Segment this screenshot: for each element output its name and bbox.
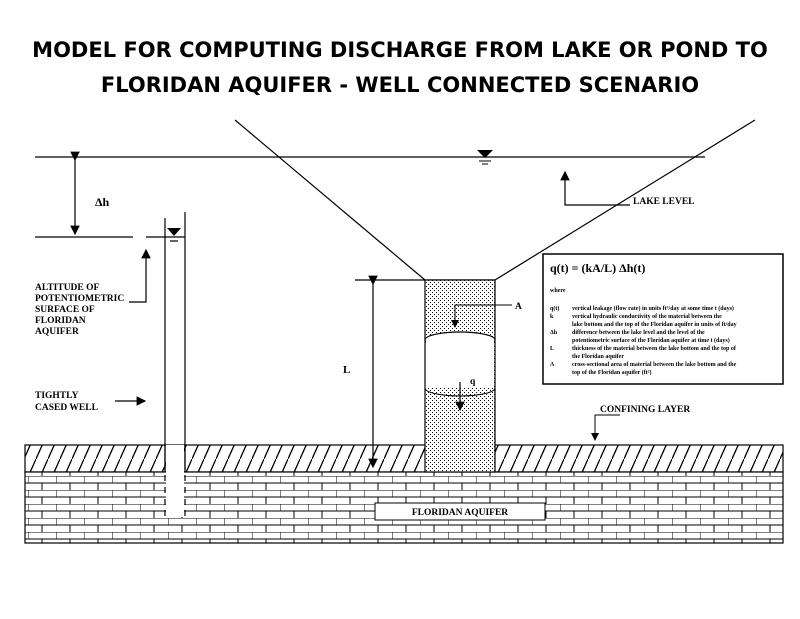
cased-well-label: TIGHTLY CASED WELL: [35, 391, 98, 413]
water-level-symbol: [477, 150, 493, 165]
labels-altitude-4: AQUIFER: [35, 327, 79, 337]
altitude-label: ALTITUDE OF POTENTIOMETRIC SURFACE OF FL…: [35, 283, 124, 337]
equation-definitions-3-lines-1: the Floridan aquifer: [572, 354, 624, 360]
labels-altitude-3: FLORIDAN: [35, 316, 86, 326]
equation-definitions-2-sym: Δh: [550, 330, 558, 336]
labels-cased_well-1: CASED WELL: [35, 403, 98, 413]
title-line-1: MODEL FOR COMPUTING DISCHARGE FROM LAKE …: [32, 38, 768, 62]
area-arrow: [451, 304, 512, 328]
labels-altitude-2: SURFACE OF: [35, 305, 95, 315]
confining-layer-label: CONFINING LAYER: [600, 405, 690, 415]
definition-A: A cross-sectional area of material betwe…: [550, 362, 737, 376]
well-arrows: [115, 248, 151, 406]
equation-definitions-2-lines-1: potentiometric surface of the Floridan a…: [572, 337, 730, 344]
definition-delta-h: Δh difference between the lake level and…: [550, 330, 730, 344]
floridan-aquifer-label: FLORIDAN AQUIFER: [412, 508, 508, 518]
labels-altitude-0: ALTITUDE OF: [35, 283, 100, 293]
lake-level-arrow: [560, 170, 630, 206]
equation-definitions-1-sym: k: [550, 314, 554, 320]
labels-cased_well-0: TIGHTLY: [35, 391, 79, 401]
well-screen: [164, 445, 186, 516]
lake-level-label: LAKE LEVEL: [633, 197, 695, 207]
equation-box: q(t) = (kA/L) Δh(t) where q(t) vertical …: [542, 253, 784, 385]
equation-definitions-3-lines-0: thickness of the material between the la…: [572, 346, 737, 352]
delta-h-arrow: [35, 151, 185, 238]
equation-formula: q(t) = (kA/L) Δh(t): [550, 261, 645, 275]
equation-definitions-1-lines-0: vertical hydraulic conductivity of the m…: [572, 314, 722, 320]
equation-definitions-0-lines-0: vertical leakage (flow rate) in units ft…: [572, 305, 734, 312]
equation-definitions-4-lines-0: cross-sectional area of material between…: [572, 362, 737, 368]
definition-q: q(t) vertical leakage (flow rate) in uni…: [550, 305, 734, 312]
equation-where: where: [550, 288, 566, 294]
equation-definitions-1-lines-1: lake bottom and the top of the Floridan …: [572, 322, 737, 328]
delta-h-label: Δh: [95, 195, 110, 209]
labels-altitude-1: POTENTIOMETRIC: [35, 294, 124, 304]
area-label: A: [515, 302, 522, 312]
equation-definitions-4-sym: A: [550, 362, 555, 368]
flow-label: q: [470, 377, 476, 387]
title-line-2: FLORIDAN AQUIFER - WELL CONNECTED SCENAR…: [101, 73, 699, 97]
thickness-label: L: [343, 364, 350, 376]
equation-definitions-2-lines-0: difference between the lake level and th…: [572, 330, 705, 336]
equation-definitions-3-sym: L: [550, 346, 554, 352]
confining-layer-arrow: [591, 414, 620, 441]
definition-L: L thickness of the material between the …: [550, 346, 737, 360]
equation-definitions-4-lines-1: top of the Floridan aquifer (ft²): [572, 369, 652, 376]
equation-definitions-0-sym: q(t): [550, 305, 559, 312]
confining-layer: [24, 444, 784, 473]
floridan-aquifer-label-box: [374, 502, 546, 521]
definition-k: k vertical hydraulic conductivity of the…: [550, 314, 737, 328]
